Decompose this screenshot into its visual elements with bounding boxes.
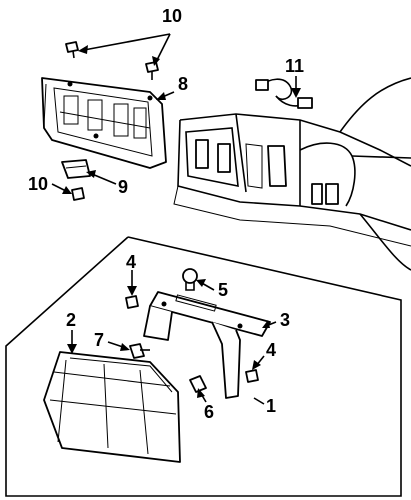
screw-left	[125, 295, 139, 309]
screw-right	[245, 369, 259, 383]
bulb	[129, 343, 150, 359]
callout-5: 5	[218, 280, 228, 300]
callout-10-top: 10	[162, 6, 182, 26]
callout-4-left: 4	[126, 252, 136, 272]
wiring-connector	[255, 78, 313, 109]
callout-4-right: 4	[266, 340, 276, 360]
callout-8: 8	[178, 74, 188, 94]
adjuster	[182, 268, 198, 291]
bolt-upper-right	[145, 61, 159, 80]
mounting-panel	[41, 77, 167, 169]
vehicle-front-end	[173, 77, 411, 271]
bracket	[61, 159, 91, 179]
callout-10-lower: 10	[28, 174, 48, 194]
callout-1: 1	[266, 396, 276, 416]
callout-9: 9	[118, 177, 128, 197]
bolt-lower	[71, 187, 85, 201]
headlamp	[43, 351, 181, 463]
callout-11: 11	[285, 56, 304, 76]
headlamp-bracket	[143, 291, 271, 399]
leader-lines	[51, 33, 301, 405]
callout-7: 7	[94, 330, 104, 350]
assembly-outline	[5, 236, 402, 497]
callout-6: 6	[204, 402, 214, 422]
callout-2: 2	[66, 310, 76, 330]
callout-3: 3	[280, 310, 290, 330]
clip	[189, 375, 207, 393]
bolt-upper-left	[65, 41, 79, 59]
